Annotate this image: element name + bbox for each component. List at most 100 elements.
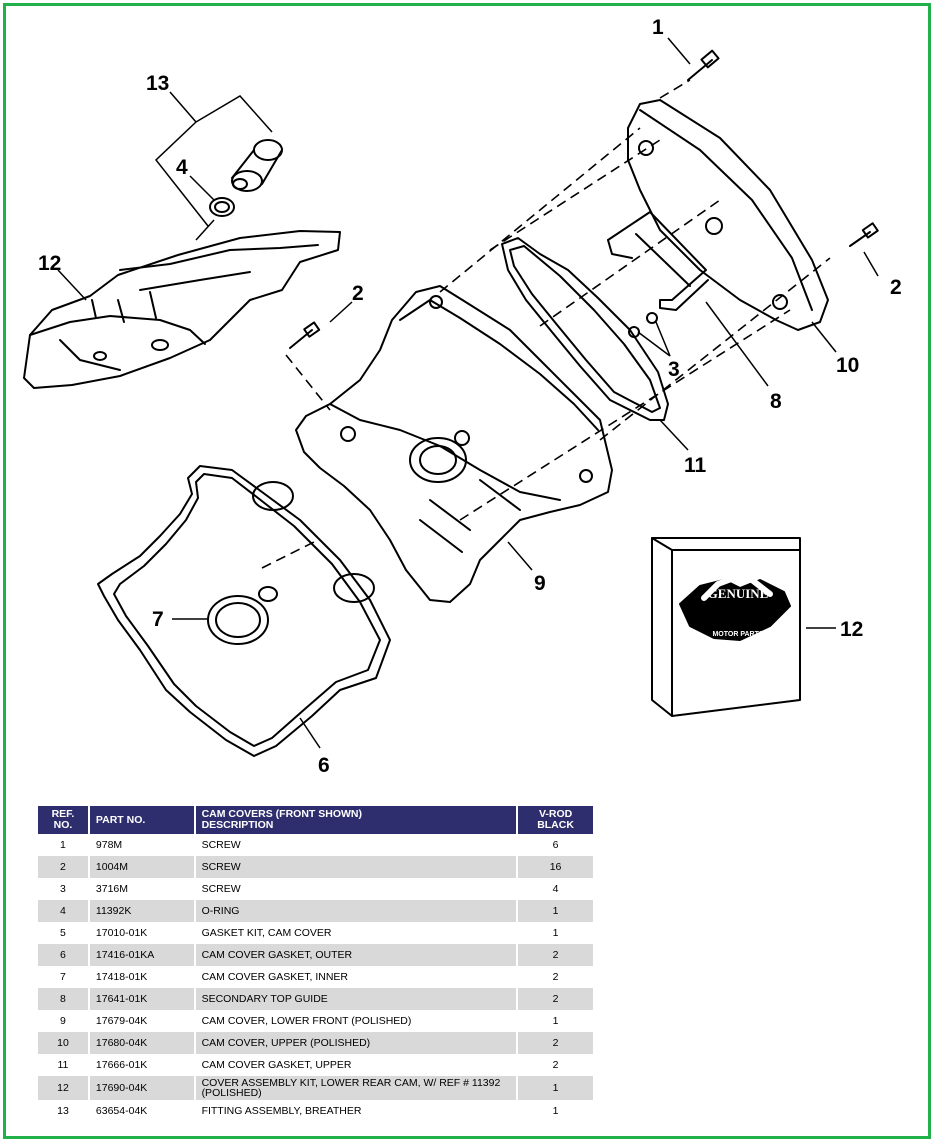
qty-cell: 2 [518, 988, 595, 1010]
lower-rear-cam-cover [23, 230, 341, 389]
description-cell: CAM COVER, LOWER FRONT (POLISHED) [196, 1010, 519, 1032]
part-no-cell: 17680-04K [89, 1032, 196, 1054]
description-cell: COVER ASSEMBLY KIT, LOWER REAR CAM, W/ R… [195, 1076, 519, 1100]
ref-cell: 10 [38, 1032, 90, 1054]
callout-4: 4 [176, 156, 188, 179]
ref-cell: 2 [38, 856, 90, 878]
qty-cell: 1 [518, 1010, 595, 1032]
part-no-cell: 11392K [89, 900, 196, 922]
part-no-cell: 17416-01KA [89, 944, 196, 966]
part-no-cell: 17690-04K [89, 1076, 196, 1100]
ref-cell: 8 [38, 988, 90, 1010]
callout-10: 10 [836, 354, 859, 377]
screw-2-right [849, 222, 879, 247]
callout-9: 9 [534, 572, 546, 595]
qty-cell: 4 [518, 878, 595, 900]
callout-11: 11 [684, 454, 707, 477]
header-ref: REF.NO. [38, 806, 90, 834]
qty-cell: 2 [518, 1032, 595, 1054]
description-cell: GASKET KIT, CAM COVER [196, 922, 519, 944]
part-no-cell: 17679-04K [90, 1010, 196, 1032]
callout-12-left: 12 [38, 252, 61, 275]
o-ring [209, 197, 235, 217]
qty-cell: 2 [518, 1054, 595, 1076]
ref-cell: 1 [38, 834, 90, 856]
part-no-cell: 3716M [90, 878, 196, 900]
description-cell: SCREW [196, 878, 519, 900]
outer-gasket [97, 465, 391, 757]
description-cell: CAM COVER, UPPER (POLISHED) [195, 1032, 519, 1054]
qty-cell: 16 [518, 856, 595, 878]
description-cell: O-RING [195, 900, 519, 922]
ref-cell: 6 [38, 944, 90, 966]
ref-cell: 5 [38, 922, 90, 944]
part-no-cell: 17666-01K [90, 1054, 196, 1076]
part-no-cell: 17010-01K [90, 922, 196, 944]
description-cell: CAM COVER GASKET, OUTER [195, 944, 519, 966]
part-no-cell: 17641-01K [89, 988, 196, 1010]
ref-cell: 9 [38, 1010, 90, 1032]
description-cell: SCREW [195, 856, 519, 878]
qty-cell: 2 [518, 944, 595, 966]
lower-front-cam-cover [295, 285, 613, 603]
part-no-cell: 17418-01K [90, 966, 196, 988]
ref-cell: 7 [38, 966, 90, 988]
qty-cell: 1 [518, 922, 595, 944]
secondary-top-guide [607, 211, 709, 311]
inner-gasket [207, 595, 269, 645]
breather-fitting [231, 139, 283, 192]
qty-cell: 2 [518, 966, 595, 988]
callout-2-right: 2 [890, 276, 902, 299]
callout-12-right: 12 [840, 618, 863, 641]
qty-cell: 6 [518, 834, 595, 856]
description-cell: CAM COVER GASKET, INNER [196, 966, 519, 988]
description-cell: SCREW [196, 834, 519, 856]
callout-8: 8 [770, 390, 782, 413]
table-header-row: REF.NO. PART NO. CAM COVERS (FRONT SHOWN… [38, 806, 595, 834]
callout-2-left: 2 [352, 282, 364, 305]
genuine-parts-box [651, 537, 801, 717]
qty-cell: 1 [518, 900, 595, 922]
badge-top-text: GENUINE [708, 586, 769, 601]
description-cell: CAM COVER GASKET, UPPER [196, 1054, 519, 1076]
callout-3: 3 [668, 358, 680, 381]
part-no-cell: 978M [90, 834, 196, 856]
ref-cell: 12 [38, 1076, 90, 1100]
ref-cell: 11 [38, 1054, 90, 1076]
qty-cell: 1 [518, 1100, 595, 1122]
description-cell: SECONDARY TOP GUIDE [195, 988, 519, 1010]
badge-bottom-text: MOTOR PARTS [712, 631, 763, 638]
callout-6: 6 [318, 754, 330, 777]
part-no-cell: 1004M [89, 856, 196, 878]
part-no-cell: 63654-04K [90, 1100, 196, 1122]
header-description: CAM COVERS (FRONT SHOWN)DESCRIPTION [195, 806, 519, 834]
callout-7: 7 [152, 608, 164, 631]
ref-cell: 3 [38, 878, 90, 900]
description-cell: FITTING ASSEMBLY, BREATHER [196, 1100, 519, 1122]
ref-cell: 13 [38, 1100, 90, 1122]
exploded-parts-diagram: 1 2 2 3 4 6 7 8 9 10 11 12 12 13 GENUINE… [23, 16, 902, 777]
qty-cell: 1 [518, 1076, 595, 1100]
page-frame [3, 3, 931, 1139]
screw-2-left [289, 321, 321, 349]
callout-13: 13 [146, 72, 169, 95]
parts-table: REF.NO. PART NO. CAM COVERS (FRONT SHOWN… [38, 806, 595, 1122]
upper-gasket [501, 237, 669, 421]
callout-1: 1 [652, 16, 664, 39]
screw-1 [687, 49, 720, 81]
upper-cam-cover [627, 99, 829, 331]
